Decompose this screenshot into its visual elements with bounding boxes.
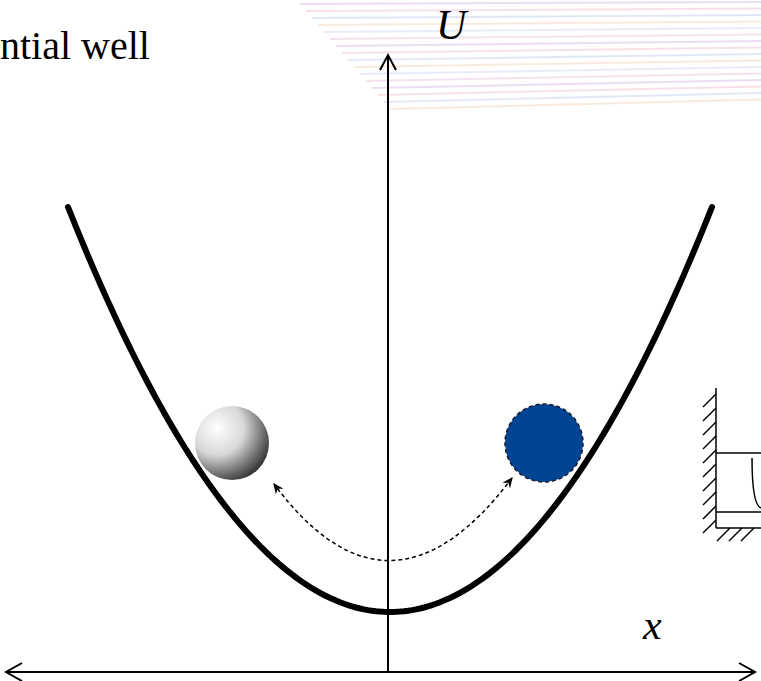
hatch-stroke — [703, 436, 716, 449]
hatch-stroke — [729, 528, 742, 541]
stripe — [348, 54, 761, 60]
axis-label: x — [643, 604, 662, 646]
potential-curve — [68, 207, 712, 612]
stripe — [324, 28, 761, 32]
hatch-stroke — [717, 528, 730, 541]
motion-arrow — [274, 478, 512, 561]
hatch-stroke — [703, 520, 716, 533]
stripe — [342, 48, 761, 54]
title: ntial well — [0, 26, 150, 66]
hatch-stroke — [741, 528, 754, 541]
hatch-stroke — [703, 422, 716, 435]
axis-arrow — [380, 55, 396, 70]
stripe — [306, 9, 761, 12]
stripe — [354, 61, 761, 68]
hatch-stroke — [703, 394, 716, 407]
axis-label: U — [436, 4, 466, 46]
grey-ball — [195, 406, 269, 480]
wall-icon — [703, 388, 761, 541]
hatch-stroke — [703, 464, 716, 477]
stripe — [366, 74, 761, 82]
u-axis — [387, 56, 389, 672]
axis-arrow — [739, 663, 755, 681]
hatch-stroke — [703, 450, 716, 463]
axis-arrow — [6, 663, 22, 681]
hatch-stroke — [703, 408, 716, 421]
stripe — [318, 22, 761, 26]
hatch-stroke — [703, 492, 716, 505]
stripe — [336, 41, 761, 46]
hatch-stroke — [703, 478, 716, 491]
x-axis — [6, 671, 755, 673]
hatch-stroke — [703, 506, 716, 519]
stripe — [312, 15, 761, 18]
stripe — [360, 67, 761, 74]
stripe — [300, 2, 761, 4]
blue-ball — [505, 404, 583, 482]
stripe — [390, 100, 761, 110]
stripe — [330, 35, 761, 40]
background-stripes — [300, 2, 761, 109]
